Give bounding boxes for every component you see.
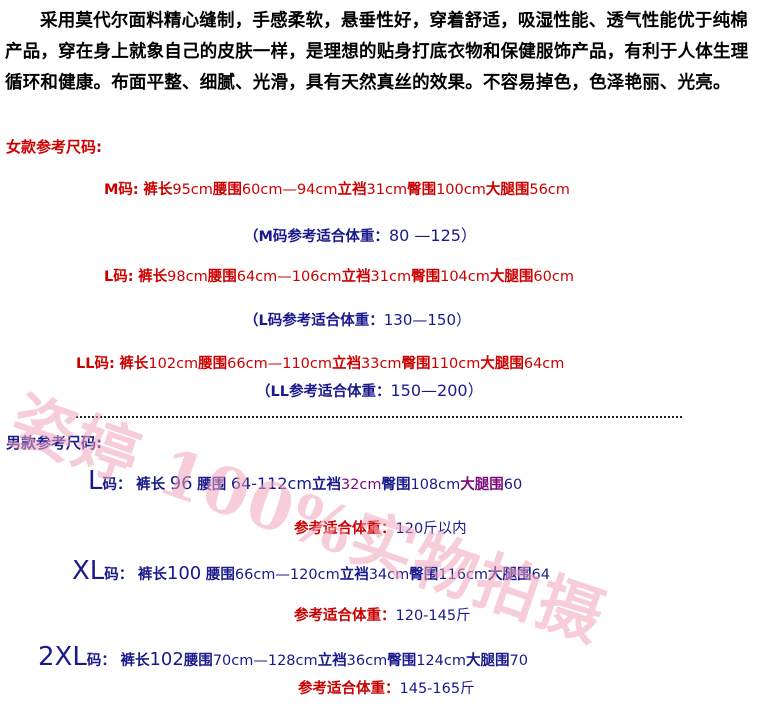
women-weight-ll: （LL参考适合体重：150—200） xyxy=(256,377,484,401)
length-value: 95cm xyxy=(172,182,213,198)
waist-value: 64-112cm xyxy=(230,474,312,493)
thigh-label: 大腿围 xyxy=(488,567,532,583)
rise-label: 立裆 xyxy=(339,567,369,583)
length-value: 102cm xyxy=(148,356,199,372)
product-description: 采用莫代尔面料精心缝制，手感柔软，悬垂性好，穿着舒适，吸湿性能、透气性能优于纯棉… xyxy=(5,11,749,93)
thigh-label: 大腿围 xyxy=(489,269,534,285)
waist-label: 腰围 xyxy=(197,477,227,493)
size-label: L码: xyxy=(104,269,134,285)
waist-label: 腰围 xyxy=(207,269,237,285)
rise-value: 33cm xyxy=(361,356,402,372)
waist-value: 60cm—94cm xyxy=(241,182,338,198)
thigh-value: 56cm xyxy=(529,182,570,198)
hip-label: 臀围 xyxy=(401,356,431,372)
rise-label: 立裆 xyxy=(317,653,347,669)
length-value: 98cm xyxy=(167,269,208,285)
weight-value: 120-145斤 xyxy=(395,608,471,624)
men-size-row-l: L码： 裤长 96 腰围 64-112cm立裆32cm臀围108cm大腿围60 xyxy=(88,466,522,496)
thigh-label: 大腿围 xyxy=(465,653,510,669)
hip-value: 108cm xyxy=(410,477,461,493)
rise-label: 立裆 xyxy=(332,356,361,372)
waist-value: 70cm—128cm xyxy=(212,653,318,669)
length-value: 100 xyxy=(166,563,202,584)
women-weight-l: （L码参考适合体重：130—150） xyxy=(244,309,471,330)
women-size-row-m: M码: 裤长95cm腰围60cm—94cm立裆31cm臀围100cm大腿围56c… xyxy=(104,178,570,199)
thigh-label: 大腿围 xyxy=(460,477,504,493)
men-weight-l: 参考适合体重：120斤以内 xyxy=(294,517,467,538)
weight-label: （M码参考适合体重： xyxy=(244,229,389,245)
thigh-label: 大腿围 xyxy=(485,182,530,198)
waist-value: 64cm—106cm xyxy=(236,269,342,285)
thigh-value: 64 xyxy=(531,567,550,583)
hip-label: 臀围 xyxy=(411,269,441,285)
weight-label: 参考适合体重： xyxy=(294,608,396,624)
size-label: LL码: xyxy=(76,356,115,372)
women-weight-m: （M码参考适合体重：80 —125） xyxy=(244,222,477,246)
hip-label: 臀围 xyxy=(381,477,411,493)
weight-label: 参考适合体重： xyxy=(294,521,396,537)
length-label: 裤长 xyxy=(138,269,168,285)
size-label: 2XL xyxy=(38,642,87,672)
men-size-row-xl: XL码： 裤长100 腰围66cm—120cm立裆34cm臀围116cm大腿围6… xyxy=(72,556,550,586)
rise-value: 34cm xyxy=(368,567,410,583)
hip-value: 104cm xyxy=(440,269,490,285)
hip-value: 116cm xyxy=(438,567,489,583)
weight-value: 130—150） xyxy=(383,311,472,329)
size-label: M码: xyxy=(104,182,139,198)
men-size-heading: 男款参考尺码: xyxy=(6,434,102,452)
hip-value: 124cm xyxy=(416,653,466,669)
weight-value: 120斤以内 xyxy=(395,521,467,537)
length-value: 102 xyxy=(149,649,184,670)
length-label: 裤长 xyxy=(137,567,167,583)
size-label: XL xyxy=(72,556,105,586)
thigh-value: 64cm xyxy=(523,356,565,372)
waist-value: 66cm—120cm xyxy=(234,567,340,583)
hip-label: 臀围 xyxy=(409,567,439,583)
rise-label: 立裆 xyxy=(341,269,371,285)
men-size-row-2xl: 2XL码： 裤长102腰围70cm—128cm立裆36cm臀围124cm大腿围7… xyxy=(38,642,528,672)
thigh-value: 70 xyxy=(509,653,528,669)
code-label: 码： xyxy=(104,567,134,583)
rise-value: 31cm xyxy=(366,182,408,198)
length-label: 裤长 xyxy=(143,182,173,198)
thigh-value: 60 xyxy=(503,477,523,493)
women-size-row-ll: LL码: 裤长102cm腰围66cm—110cm立裆33cm臀围110cm大腿围… xyxy=(76,352,564,373)
size-label: L xyxy=(88,466,103,496)
rise-label: 立裆 xyxy=(311,477,341,493)
women-size-row-l: L码: 裤长98cm腰围64cm—106cm立裆31cm臀围104cm大腿围60… xyxy=(104,265,574,286)
length-label: 裤长 xyxy=(119,356,149,372)
waist-value: 66cm—110cm xyxy=(227,356,332,372)
length-label: 裤长 xyxy=(120,653,150,669)
hip-label: 臀围 xyxy=(407,182,437,198)
weight-label: 参考适合体重： xyxy=(298,681,400,697)
men-weight-xl: 参考适合体重：120-145斤 xyxy=(294,604,471,625)
women-size-heading: 女款参考尺码: xyxy=(6,138,102,156)
weight-label: （LL参考适合体重： xyxy=(256,384,391,400)
rise-value: 32cm xyxy=(340,477,382,493)
waist-label: 腰围 xyxy=(183,653,213,669)
weight-value: 150—200） xyxy=(390,381,484,400)
hip-label: 臀围 xyxy=(387,653,417,669)
waist-label: 腰围 xyxy=(205,567,235,583)
length-label: 裤长 xyxy=(136,477,166,493)
weight-value: 145-165斤 xyxy=(399,681,475,697)
hip-value: 100cm xyxy=(436,182,486,198)
men-weight-2xl: 参考适合体重：145-165斤 xyxy=(298,677,475,698)
hip-value: 110cm xyxy=(430,356,481,372)
waist-label: 腰围 xyxy=(198,356,228,372)
section-divider xyxy=(76,416,682,418)
weight-label: （L码参考适合体重： xyxy=(244,313,384,329)
code-label: 码： xyxy=(86,653,116,669)
rise-label: 立裆 xyxy=(337,182,367,198)
weight-value: 80 —125） xyxy=(388,226,477,245)
rise-value: 31cm xyxy=(370,269,412,285)
length-value: 96 xyxy=(169,473,193,494)
rise-value: 36cm xyxy=(346,653,388,669)
thigh-value: 60cm xyxy=(533,269,574,285)
code-label: 码： xyxy=(102,477,132,493)
thigh-label: 大腿围 xyxy=(480,356,524,372)
waist-label: 腰围 xyxy=(212,182,242,198)
